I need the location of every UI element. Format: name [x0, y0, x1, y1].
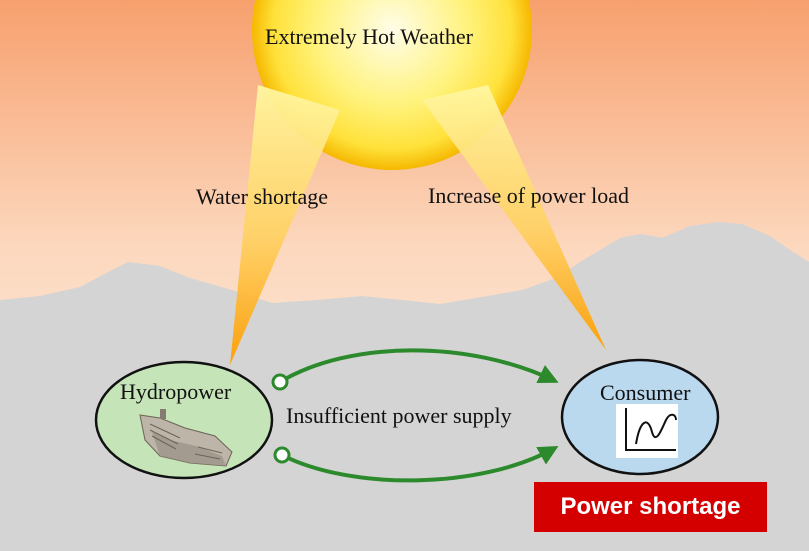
- left-beam: [230, 85, 340, 365]
- left-beam-label: Water shortage: [196, 184, 328, 209]
- map-island: [770, 405, 792, 445]
- right-beam: [422, 85, 606, 350]
- map-coast: [640, 234, 809, 551]
- lower-arrow-origin: [273, 446, 291, 464]
- supply-flow-label: Insufficient power supply: [286, 403, 512, 428]
- dam-icon: [139, 409, 233, 467]
- load-curve-icon: [616, 404, 678, 458]
- consumer-label: Consumer: [600, 380, 691, 405]
- map-southwest: [250, 500, 530, 551]
- upper-arrow-origin: [271, 373, 289, 391]
- hydropower-label: Hydropower: [120, 379, 232, 404]
- right-beam-label: Increase of power load: [428, 183, 629, 208]
- sun-title: Extremely Hot Weather: [265, 24, 473, 49]
- lower-supply-arrow: [281, 446, 559, 483]
- upper-supply-arrow: [278, 348, 559, 384]
- power-shortage-badge: Power shortage: [534, 482, 767, 532]
